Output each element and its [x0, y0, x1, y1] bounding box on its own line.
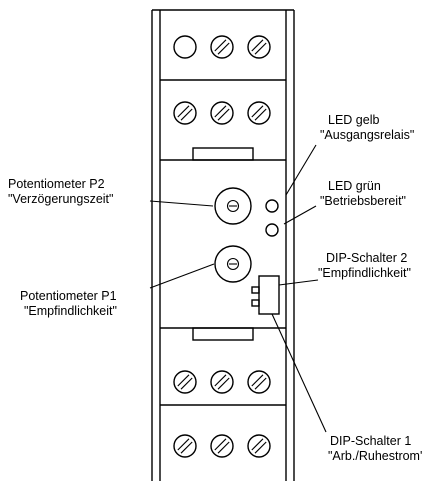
label-pot-p2-title: Potentiometer P2: [8, 177, 105, 191]
label-pot-p2-desc: "Verzögerungszeit": [8, 192, 113, 206]
housing: [151, 9, 295, 481]
leader-pot-p2: [149, 200, 214, 207]
dip-switch-1[interactable]: [251, 299, 260, 307]
leader-pot-p1: [149, 263, 215, 289]
led-green: [265, 223, 279, 237]
screw-terminal: [210, 370, 234, 394]
label-dip2-title: DIP-Schalter 2: [326, 251, 407, 265]
label-led-yellow-desc: "Ausgangsrelais": [320, 128, 414, 142]
screw-terminal: [247, 35, 271, 59]
label-led-green-desc: "Betriebsbereit": [320, 194, 406, 208]
leader-led-green: [283, 205, 317, 225]
terminal-blocks: [173, 35, 271, 458]
dip-switch-block[interactable]: [251, 275, 280, 315]
leader-dip2: [278, 279, 319, 286]
led-yellow: [265, 199, 279, 213]
screw-terminal: [210, 434, 234, 458]
leader-dip1: [271, 313, 327, 433]
label-dip1-title: DIP-Schalter 1: [330, 434, 411, 448]
screw-terminal: [173, 434, 197, 458]
screw-terminal: [210, 101, 234, 125]
screw-terminal: [173, 101, 197, 125]
label-led-green-title: LED grün: [328, 179, 381, 193]
potentiometer-p1[interactable]: [214, 245, 252, 283]
leader-led-yellow: [285, 144, 317, 196]
label-pot-p1-desc: "Empfindlichkeit": [24, 304, 117, 318]
screw-terminal: [210, 35, 234, 59]
label-pot-p1-title: Potentiometer P1: [20, 289, 117, 303]
label-dip2-desc: "Empfindlichkeit": [318, 266, 411, 280]
label-led-yellow-title: LED gelb: [328, 113, 379, 127]
potentiometer-p2[interactable]: [214, 187, 252, 225]
leader-lines: [149, 144, 327, 433]
screw-terminal: [247, 434, 271, 458]
screw-terminal: [247, 370, 271, 394]
label-dip1-desc: "Arb./Ruhestrom': [328, 449, 422, 463]
screw-terminal: [247, 101, 271, 125]
screw-terminal: [173, 370, 197, 394]
terminal-opening: [173, 35, 197, 59]
dip-switch-2[interactable]: [251, 286, 260, 294]
